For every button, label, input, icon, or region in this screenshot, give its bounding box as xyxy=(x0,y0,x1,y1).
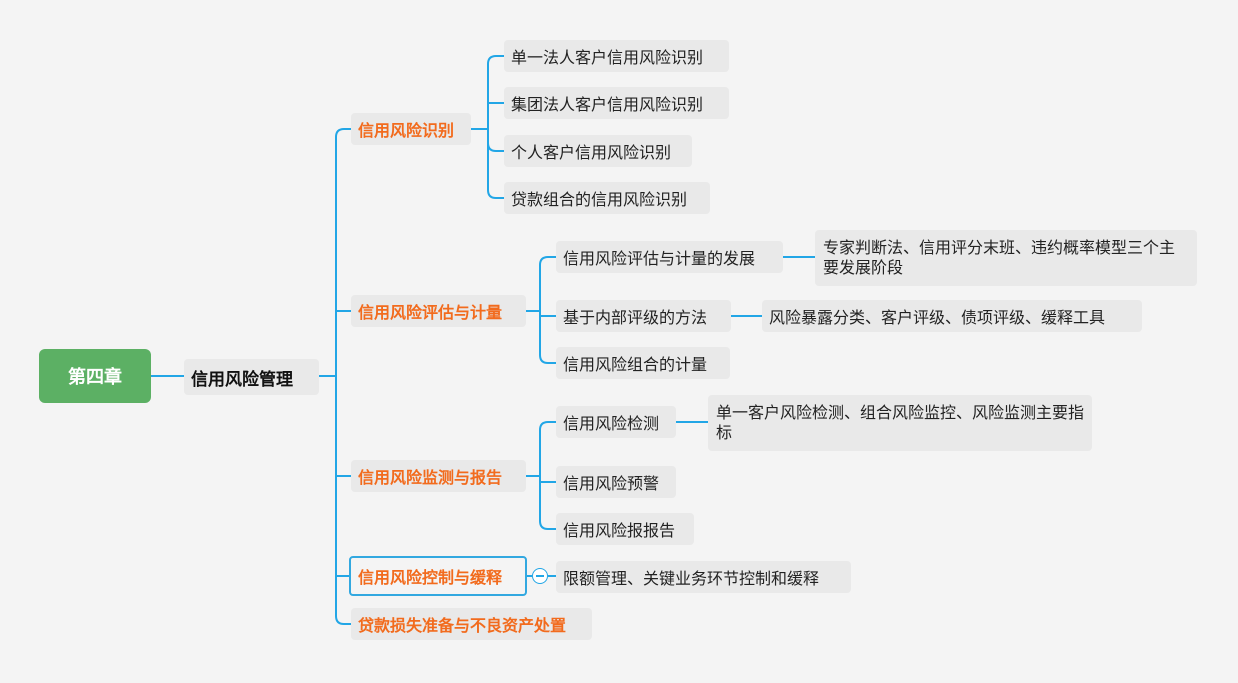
leaf-node[interactable]: 限额管理、关键业务环节控制和缓释 xyxy=(556,561,851,593)
category-node-risk-monitoring[interactable]: 信用风险监测与报告 xyxy=(351,460,526,492)
leaf-node[interactable]: 信用风险报报告 xyxy=(556,513,694,545)
leaf-node[interactable]: 单一法人客户信用风险识别 xyxy=(504,40,729,72)
leaf-node[interactable]: 贷款组合的信用风险识别 xyxy=(504,182,710,214)
connector-line xyxy=(539,256,556,311)
leaf-node[interactable]: 信用风险评估与计量的发展 xyxy=(556,241,783,273)
connector-line xyxy=(487,129,504,152)
connector-line xyxy=(487,55,504,129)
leaf-node[interactable]: 集团法人客户信用风险识别 xyxy=(504,87,729,119)
connector-line xyxy=(335,128,351,376)
connector-line xyxy=(487,129,504,199)
detail-node[interactable]: 风险暴露分类、客户评级、债项评级、缓释工具 xyxy=(762,300,1142,332)
leaf-node[interactable]: 个人客户信用风险识别 xyxy=(504,135,692,167)
category-node-risk-control[interactable]: 信用风险控制与缓释 xyxy=(349,556,527,596)
category-node-risk-identification[interactable]: 信用风险识别 xyxy=(351,113,471,145)
leaf-node[interactable]: 信用风险组合的计量 xyxy=(556,347,730,379)
leaf-node[interactable]: 基于内部评级的方法 xyxy=(556,300,731,332)
leaf-node[interactable]: 信用风险预警 xyxy=(556,466,676,498)
root-node[interactable]: 第四章 xyxy=(39,349,151,403)
category-node-risk-assessment[interactable]: 信用风险评估与计量 xyxy=(351,295,526,327)
main-topic-node[interactable]: 信用风险管理 xyxy=(184,359,319,395)
connector-line xyxy=(539,421,556,476)
connector-line xyxy=(539,476,556,530)
connector-line xyxy=(335,376,351,625)
collapse-toggle-icon[interactable] xyxy=(532,568,548,584)
leaf-node[interactable]: 信用风险检测 xyxy=(556,406,676,438)
detail-node[interactable]: 专家判断法、信用评分末班、违约概率模型三个主要发展阶段 xyxy=(815,230,1197,286)
detail-node[interactable]: 单一客户风险检测、组合风险监控、风险监测主要指标 xyxy=(708,395,1092,451)
category-node-loan-loss[interactable]: 贷款损失准备与不良资产处置 xyxy=(351,608,592,640)
connector-line xyxy=(539,311,556,364)
